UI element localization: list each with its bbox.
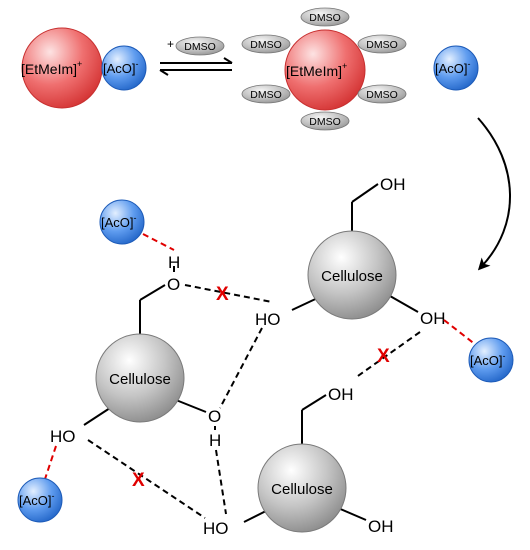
process-arrow [477, 117, 511, 271]
reagent-plus: + [167, 37, 174, 51]
blocked-bond-mark: X [216, 284, 229, 305]
dmso-label: DMSO [184, 41, 216, 53]
hydrogen-bond [215, 449, 227, 515]
bound-anion-right: [AcO]- [468, 337, 514, 383]
blocked-bonds: X X X [132, 284, 390, 491]
anion-sphere [433, 45, 479, 91]
dmso-label: DMSO [309, 116, 341, 128]
hydrogen-bond [219, 327, 263, 409]
dmso-label: DMSO [366, 39, 398, 51]
cellulose-unit-bottom: OH HO OH Cellulose [203, 385, 394, 538]
blocked-bond-mark: X [132, 470, 145, 491]
hydroxyl-label: HO [50, 427, 76, 446]
dmso-label: DMSO [366, 89, 398, 101]
cellulose-label: Cellulose [321, 268, 383, 285]
anion-hydrogen-bond [443, 319, 477, 346]
dmso-pill [357, 84, 407, 104]
anion-label: [AcO]- [19, 491, 55, 508]
dmso-label: DMSO [309, 12, 341, 24]
hydrogen-bond [87, 439, 206, 519]
anion-label: [AcO]- [103, 59, 139, 76]
cellulose-unit-top: OH HO OH Cellulose [255, 175, 446, 329]
hydrogen-bond-network [87, 284, 421, 519]
anion-sphere [468, 337, 514, 383]
dmso-pill [175, 36, 225, 56]
hydrogen-label: H [168, 253, 180, 272]
ion-pair: [EtMeIm]+ [AcO]- [21, 27, 147, 109]
cellulose-unit-left: O H HO O H Cellulose [50, 253, 221, 450]
hydroxyl-label: OH [328, 385, 354, 404]
cellulose-label: Cellulose [109, 371, 171, 388]
blocked-bond-mark: X [377, 346, 390, 367]
anion-sphere [101, 45, 147, 91]
bound-anion-bottom: [AcO]- [17, 477, 63, 523]
hydrogen-bond [184, 284, 273, 303]
cation-label: [EtMeIm]+ [21, 59, 82, 77]
hydroxyl-label: OH [420, 309, 446, 328]
anion-sphere [99, 199, 145, 245]
dmso-label: DMSO [250, 39, 282, 51]
dmso-shell: DMSO DMSO DMSO DMSO DMSO DMSO [241, 7, 407, 131]
oxygen-label: O [167, 275, 180, 294]
equilibrium-arrow: + DMSO [159, 36, 233, 76]
anion-sphere [17, 477, 63, 523]
bound-anion-top: [AcO]- [99, 199, 145, 245]
hydroxyl-label: HO [255, 310, 281, 329]
cellulose-label: Cellulose [271, 481, 333, 498]
anion-label: [AcO]- [101, 213, 137, 230]
dmso-pill [357, 34, 407, 54]
solvated-cation: [EtMeIm]+ DMSO DMSO DMSO DMSO DMSO DMSO [241, 7, 407, 131]
dmso-pill [300, 7, 350, 27]
dmso-pill [241, 34, 291, 54]
hydroxyl-label: OH [368, 517, 394, 536]
cellulose-sphere [95, 333, 185, 423]
hydroxyl-label: OH [380, 175, 406, 194]
anion-bonds [43, 233, 477, 483]
cation-sphere-solvated [284, 29, 366, 111]
dmso-pill [300, 111, 350, 131]
hydrogen-label: H [209, 431, 221, 450]
anion-hydrogen-bond [142, 233, 175, 251]
cellulose-sphere [307, 230, 397, 320]
oxygen-label: O [208, 407, 221, 426]
cellulose-sphere [257, 443, 347, 533]
hydrogen-bond [354, 331, 421, 379]
anion-label: [AcO]- [435, 59, 471, 76]
anion-hydrogen-bond [43, 445, 57, 483]
anion-label: [AcO]- [470, 351, 506, 368]
hydroxyl-label: HO [203, 519, 229, 538]
dmso-label: DMSO [250, 89, 282, 101]
cation-label-solvated: [EtMeIm]+ [286, 61, 347, 79]
dmso-pill [241, 84, 291, 104]
free-anion: [AcO]- [433, 45, 479, 91]
